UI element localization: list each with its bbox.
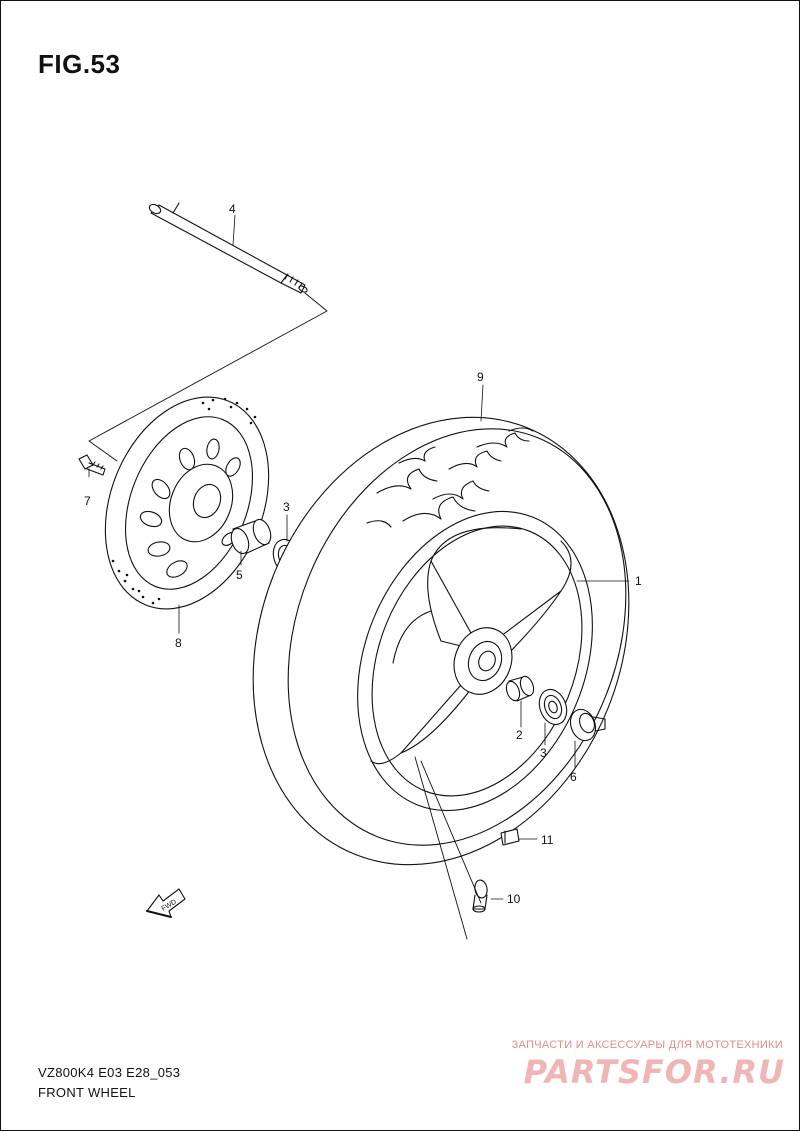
callout-11: 11	[541, 833, 554, 847]
callout-9: 9	[477, 370, 484, 384]
section-name: FRONT WHEEL	[38, 1085, 136, 1100]
figure-title: FIG.53	[38, 49, 121, 79]
callout-3-right: 3	[540, 746, 547, 760]
front-wheel-assembly	[252, 416, 630, 866]
callout-5: 5	[236, 568, 243, 582]
brake-disc	[104, 396, 270, 610]
callout-4: 4	[229, 202, 236, 216]
oil-seal	[569, 708, 606, 742]
callout-8: 7	[84, 494, 91, 508]
wheel-spacer	[230, 518, 272, 555]
front-axle	[148, 202, 308, 294]
bearing-spacer	[505, 675, 535, 702]
watermark-tagline: ЗАПЧАСТИ И АКСЕССУАРЫ ДЛЯ МОТОТЕХНИКИ	[511, 1039, 783, 1051]
balance-weight	[500, 828, 520, 846]
callout-2: 2	[516, 728, 523, 742]
tire-valve	[472, 879, 488, 913]
watermark-logo: PARTSFOR.RU	[523, 1053, 785, 1091]
callout-7: 8	[175, 636, 182, 650]
callout-10: 10	[507, 892, 521, 906]
disc-bolt	[78, 454, 106, 476]
callout-3-left: 3	[283, 500, 290, 514]
forward-direction-arrow-icon	[146, 888, 186, 918]
callout-6: 6	[570, 770, 577, 784]
model-code: VZ800K4 E03 E28_053	[38, 1065, 181, 1080]
wheel-bearing-right	[538, 688, 568, 726]
callout-1: 1	[635, 574, 642, 588]
